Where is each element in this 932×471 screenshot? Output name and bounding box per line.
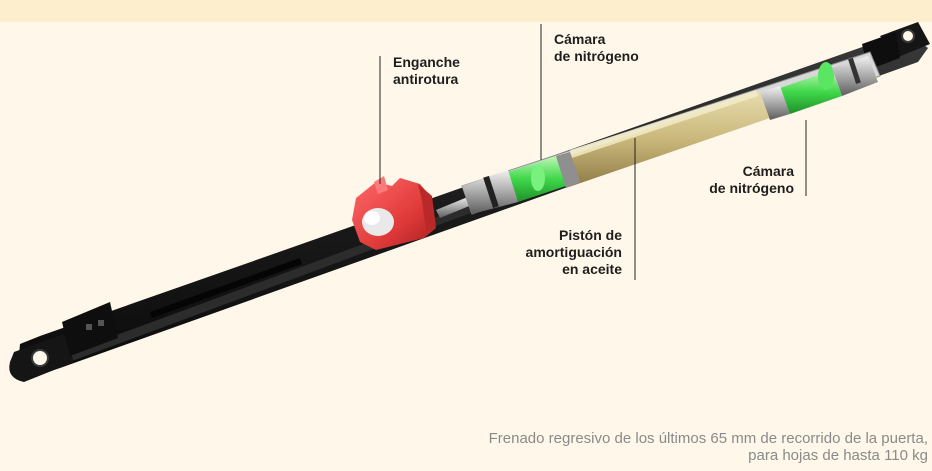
label-camara-nitrogeno-right: Cámara de nitrógeno (690, 163, 794, 197)
caption: Frenado regresivo de los últimos 65 mm d… (489, 430, 928, 464)
top-strip (0, 0, 932, 22)
caption-line2: para hojas de hasta 110 kg (748, 447, 928, 464)
label-camara-nitrogeno-top: Cámara de nitrógeno (554, 31, 639, 65)
label-piston-line2: amortiguación (525, 244, 622, 260)
label-piston-amortiguacion: Pistón de amortiguación en aceite (508, 227, 622, 278)
label-enganche-antirotura: Enganche antirotura (393, 54, 460, 88)
label-camara-right-line1: Cámara (742, 163, 794, 179)
label-camara-top-line2: de nitrógeno (554, 48, 639, 64)
label-enganche-line2: antirotura (393, 71, 459, 87)
damper-cylinder (461, 51, 881, 215)
label-piston-line1: Pistón de (558, 227, 622, 243)
label-camara-top-line1: Cámara (554, 31, 606, 47)
caption-line1: Frenado regresivo de los últimos 65 mm d… (488, 430, 928, 447)
label-enganche-line1: Enganche (393, 54, 460, 70)
label-camara-right-line2: de nitrógeno (709, 180, 794, 196)
label-piston-line3: en aceite (562, 261, 622, 277)
anti-break-catch (352, 176, 436, 250)
piston-rod (436, 196, 474, 218)
